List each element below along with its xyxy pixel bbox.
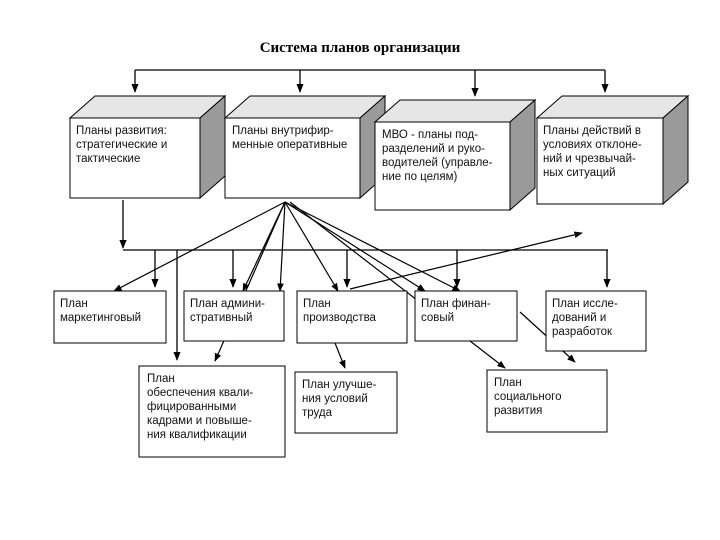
plan-research-label: План иссле- дований и разработок xyxy=(552,298,618,338)
plan-staff-label: План обеспечения квали- фицированными ка… xyxy=(147,373,254,441)
block-mbo-label: МВО - планы под- разделений и руко- води… xyxy=(382,129,493,183)
block-emergency xyxy=(535,94,690,206)
block-development-label: Планы развития: стратегические и тактиче… xyxy=(76,125,168,165)
block-emergency-label: Планы действий в условиях отклоне- ний и… xyxy=(543,125,642,179)
plan-production-label: План производства xyxy=(303,298,376,324)
plan-marketing-label: План маркетинговый xyxy=(60,298,142,324)
plan-labor-label: План улучше- ния условий труда xyxy=(302,379,377,419)
diagram-title: Система планов организации xyxy=(259,40,461,56)
top-connector xyxy=(131,69,609,97)
middle-bus xyxy=(119,200,611,361)
plan-admin-label: План админи- стративный xyxy=(190,298,265,324)
block-mbo xyxy=(373,98,537,212)
block-development xyxy=(68,94,227,200)
block-intrafirm-label: Планы внутрифир- менные оперативные xyxy=(232,125,348,151)
plan-social-label: План социального развития xyxy=(494,377,562,417)
plans-row1-boxes xyxy=(53,290,647,352)
plan-finance-label: План финан- совый xyxy=(421,298,491,324)
plans-row2-boxes xyxy=(138,365,608,458)
